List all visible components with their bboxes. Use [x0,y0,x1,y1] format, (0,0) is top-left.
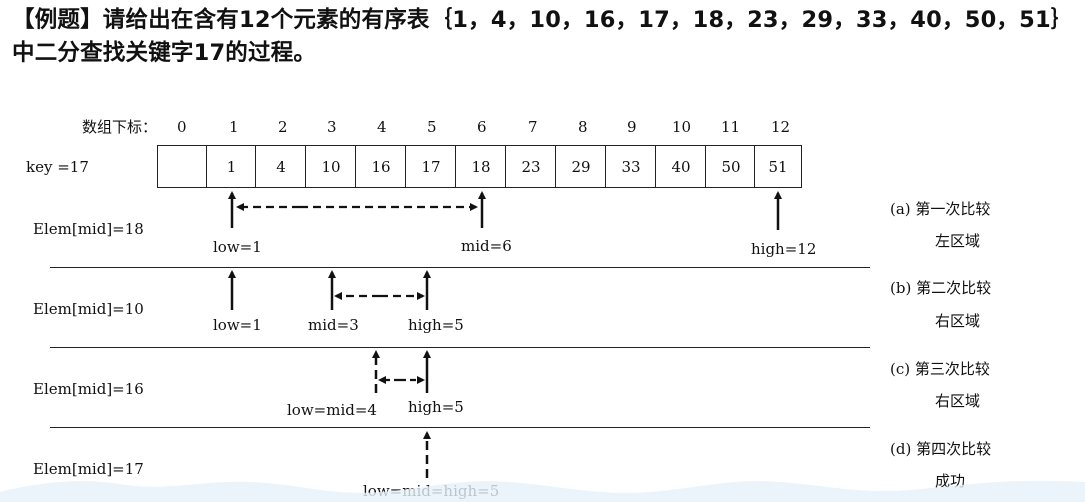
index-6: 6 [477,118,487,136]
array-cell-11: 50 [705,145,757,188]
index-7: 7 [528,118,538,136]
caption-b-line1: (b) 第二次比较 [890,279,992,297]
caption-b-line2: 右区域 [935,312,981,330]
index-5: 5 [427,118,437,136]
row-separator [50,427,870,428]
array-cell-0 [157,145,208,188]
caption-d-line1: (d) 第四次比较 [890,440,992,458]
mid-label-a: mid=6 [461,237,512,255]
row-separator [50,267,870,268]
index-label: 数组下标： [82,118,158,136]
index-9: 9 [627,118,637,136]
index-10: 10 [672,118,692,136]
elem-mid-b: Elem[mid]=10 [33,300,144,318]
high-label-b: high=5 [408,316,464,334]
array-cell-7: 23 [505,145,557,188]
low-label-b: low=1 [213,316,262,334]
high-label-a: high=12 [751,240,817,258]
array-cell-1: 1 [206,145,257,188]
high-label-c: high=5 [408,398,464,416]
low-label-a: low=1 [213,238,262,256]
index-0: 0 [177,118,187,136]
mid-label-b: mid=3 [308,316,359,334]
low-mid-label-c: low=mid=4 [287,401,377,419]
caption-a-line1: (a) 第一次比较 [890,200,991,218]
index-11: 11 [721,118,741,136]
index-1: 1 [229,118,239,136]
index-3: 3 [327,118,337,136]
elem-mid-d: Elem[mid]=17 [33,460,144,478]
array-cell-9: 33 [605,145,657,188]
caption-a-line2: 左区域 [935,232,981,250]
decorative-wave [0,480,1085,502]
index-4: 4 [377,118,387,136]
row-separator [50,347,870,348]
array-cell-12: 51 [754,145,802,188]
elem-mid-a: Elem[mid]=18 [33,220,144,238]
index-12: 12 [771,118,791,136]
key-label: key =17 [26,158,89,176]
array-cell-6: 18 [455,145,507,188]
elem-mid-c: Elem[mid]=16 [33,380,144,398]
index-8: 8 [578,118,588,136]
index-2: 2 [278,118,288,136]
caption-c-line2: 右区域 [935,392,981,410]
problem-title: 【例题】请给出在含有12个元素的有序表｛1，4，10，16，17，18，23，2… [12,7,1074,66]
array-cell-3: 10 [305,145,357,188]
caption-c-line1: (c) 第三次比较 [890,360,990,378]
